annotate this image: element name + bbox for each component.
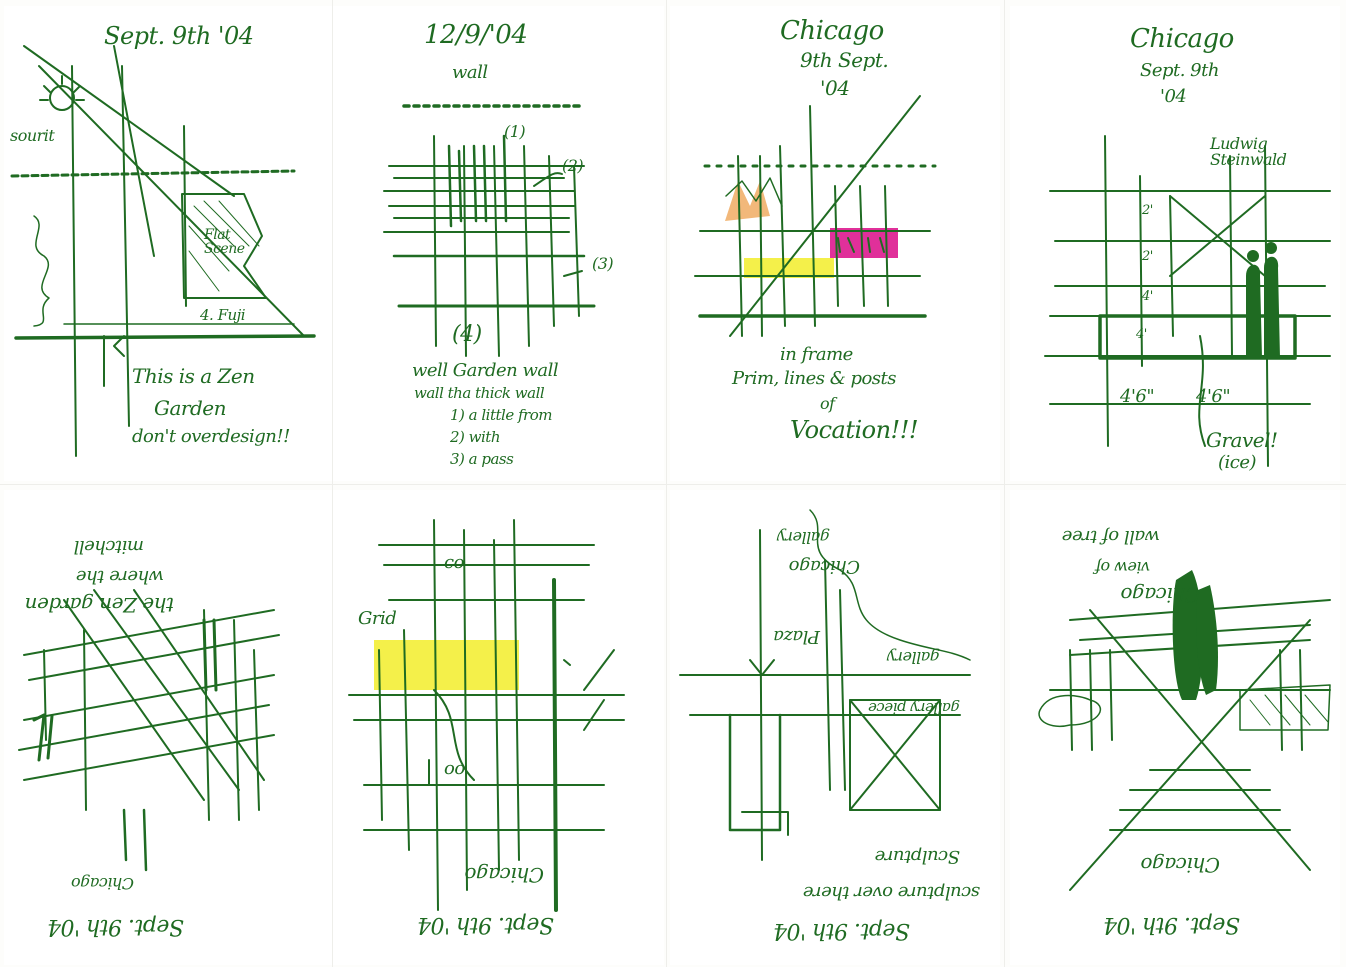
sketch-7-note-5: gallery piece — [869, 700, 960, 715]
sketch-7-note-6: Sculpture — [875, 847, 960, 865]
sketch-5-date: Sept. 9th '04 — [47, 915, 184, 937]
sketch-3-note-4: Vocation!!! — [790, 418, 918, 442]
sketch-4-title: Chicago — [1130, 26, 1234, 52]
sketch-card-2: 12/9/'04 wall (1) (2) (3) (4) well Garde… — [334, 6, 664, 481]
sketch-5-rotated-text: the Zen garden where the mitchell Chicag… — [4, 490, 334, 965]
sketch-2-label-4: (4) — [452, 324, 482, 346]
horizontal-divider — [0, 484, 1346, 485]
sketch-8-date: Sept. 9th '04 — [1103, 913, 1240, 935]
sketch-7-note-4: gallery — [887, 649, 940, 665]
sketch-1-label-scene: Flat Scene — [204, 228, 264, 256]
sketch-4-date: Sept. 9th — [1140, 62, 1219, 80]
sketch-4-dim-1: 2' — [1142, 204, 1153, 217]
sketch-5-note-2: where the — [76, 567, 164, 585]
sketch-2-label-wall: wall — [452, 64, 488, 82]
sketch-5-note-4: Chicago — [71, 875, 134, 891]
sketch-2-date: 12/9/'04 — [424, 22, 527, 48]
sketch-8-note-2: view of — [1096, 559, 1150, 575]
sketch-card-7: Chicago Plaza gallery gallery gallery pi… — [670, 490, 1000, 965]
sketch-7-note-3: gallery — [777, 529, 830, 545]
sketch-4-label-name: Ludwig Steinwald — [1210, 136, 1330, 168]
sketch-1-label-sourit: sourit — [10, 128, 54, 144]
sketch-5-note-1: the Zen garden — [25, 595, 174, 615]
sketch-7-rotated-text: Chicago Plaza gallery gallery gallery pi… — [670, 490, 1000, 965]
sketch-2-note-4: 2) with — [450, 430, 500, 445]
sketch-4-note-2: (ice) — [1218, 454, 1256, 472]
sketch-4-note-1: Gravel! — [1206, 430, 1278, 450]
sketch-2-label-3: (3) — [592, 256, 613, 272]
sketch-3-note-3: of — [820, 396, 835, 412]
sketch-7-date: Sept. 9th '04 — [773, 919, 910, 941]
sketch-1-note-2: Garden — [154, 398, 226, 418]
sketch-6-date: Sept. 9th '04 — [417, 913, 554, 935]
sketch-2-note-1: well Garden wall — [412, 362, 558, 380]
sketch-4-dim-2: 2' — [1142, 250, 1153, 263]
sketch-6-note-1: Chicago — [465, 865, 544, 885]
sketch-8-note-4: Chicago — [1141, 855, 1220, 875]
sketch-3-note-1: in frame — [780, 346, 853, 364]
sketch-3-note-2: Prim, lines & posts — [732, 370, 896, 388]
sketch-1-label-fuji: 4. Fuji — [200, 308, 245, 323]
sketch-2-label-2: (2) — [562, 158, 583, 174]
sketch-2-note-3: 1) a little from — [450, 408, 552, 423]
sketch-3-date: 9th Sept. — [800, 50, 888, 70]
sketch-7-note-1: Chicago — [789, 557, 860, 575]
sketch-card-3: Chicago 9th Sept. '04 in frame Prim, lin… — [670, 6, 1000, 481]
sketch-8-note-1: Chicago — [1121, 585, 1200, 605]
sketch-card-4: Chicago Sept. 9th '04 Ludwig Steinwald 2… — [1010, 6, 1340, 481]
sketch-2-label-1: (1) — [504, 124, 525, 140]
sketch-card-1: Sept. 9th '04 sourit Flat Scene 4. Fuji … — [4, 6, 334, 481]
sketch-2-note-5: 3) a pass — [450, 452, 513, 467]
sketch-8-note-3: wall of tree — [1062, 527, 1160, 545]
sketch-8-rotated-text: Chicago view of wall of tree Chicago Sep… — [1010, 490, 1340, 965]
sketch-card-5: the Zen garden where the mitchell Chicag… — [4, 490, 334, 965]
sketch-1-date: Sept. 9th '04 — [104, 24, 254, 48]
sketch-card-6: Grid co oo Chicago Sept. 9th '04 — [334, 490, 664, 965]
sketch-1-note-3: don't overdesign!! — [132, 428, 290, 446]
sketch-7-note-7: sculpture over there — [803, 883, 980, 901]
sketch-3-year: '04 — [820, 78, 849, 98]
sketch-7-note-2: Plaza — [774, 627, 820, 645]
sketch-4-year: '04 — [1160, 88, 1186, 106]
sketch-6-rotated-text: Chicago Sept. 9th '04 — [334, 490, 664, 965]
sketch-4-dim-4: 4' — [1136, 328, 1147, 341]
sketch-2-note-2: wall tha thick wall — [414, 386, 544, 401]
sketch-3-title: Chicago — [780, 18, 884, 44]
sketch-5-note-3: mitchell — [74, 537, 144, 555]
sketch-card-8: Chicago view of wall of tree Chicago Sep… — [1010, 490, 1340, 965]
sketch-1-note-1: This is a Zen — [132, 366, 255, 386]
sketch-4-dim-5: 4'6" — [1120, 388, 1154, 406]
sketch-4-dim-3: 4' — [1142, 290, 1153, 303]
sketch-4-dim-6: 4'6" — [1196, 388, 1230, 406]
